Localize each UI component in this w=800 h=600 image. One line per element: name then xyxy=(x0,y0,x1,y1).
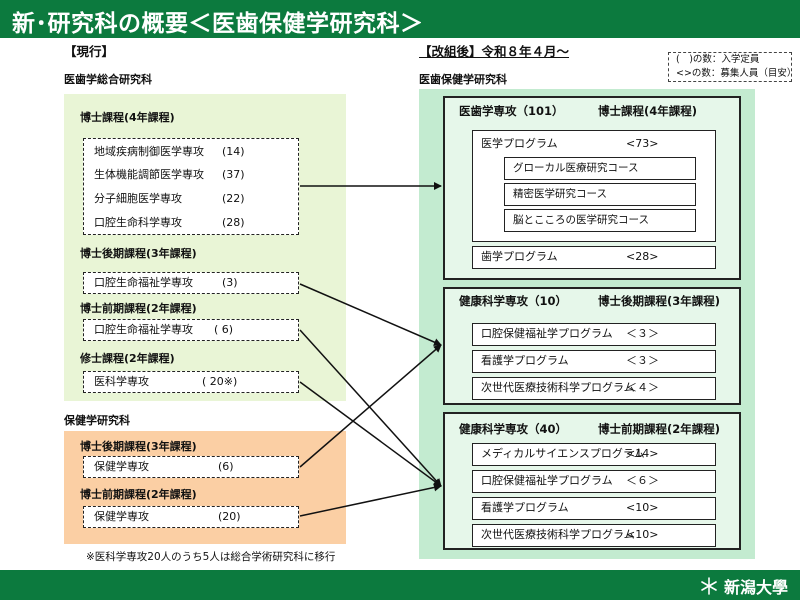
course-item: 脳とこころの医学研究コース xyxy=(504,209,696,232)
program-name: 看護学プログラム xyxy=(481,354,569,367)
masters-item-cap: ( 20※) xyxy=(202,375,238,388)
program-name: 口腔保健福祉学プログラム xyxy=(481,474,613,487)
health-master2-box xyxy=(83,506,299,528)
new-school-title: 医歯保健学研究科 xyxy=(419,73,507,86)
medical-program-num: <73> xyxy=(626,137,659,150)
program-box xyxy=(472,323,716,346)
university-logo: 新潟大學 xyxy=(700,574,788,598)
title-bar: 新･研究科の概要＜医歯保健学研究科＞ xyxy=(0,0,800,38)
program-num: ＜４＞ xyxy=(626,381,659,394)
arrow-health-doc3-to-health-doc xyxy=(299,344,442,468)
footnote: ※医科学専攻20人のうち5人は総合学術研究科に移行 xyxy=(86,551,336,563)
dental-major-course: 博士課程(4年課程) xyxy=(598,104,698,118)
footer-bar: 新潟大學 xyxy=(0,570,800,600)
dental-major-name: 医歯学専攻（101） xyxy=(459,104,564,118)
doctor4-item-name: 分子細胞医学専攻 xyxy=(94,192,182,205)
program-num: ＜６＞ xyxy=(626,474,659,487)
doctor4-item-cap: (28) xyxy=(222,216,245,229)
current-school-title: 医歯学総合研究科 xyxy=(64,73,152,86)
health-doc-course: 博士後期課程(3年課程) xyxy=(598,294,721,308)
program-box xyxy=(472,443,716,466)
legend-recruitment: <>の数：募集人員（目安） xyxy=(676,68,797,79)
doctor3-box xyxy=(83,272,299,294)
program-name: 次世代医療技術科学プログラム xyxy=(481,381,635,394)
doctor3-title: 博士後期課程(3年課程) xyxy=(80,247,197,260)
course-item: 精密医学研究コース xyxy=(504,183,696,206)
doctor4-title: 博士課程(4年課程) xyxy=(80,111,175,124)
doctor4-item-cap: (22) xyxy=(222,192,245,205)
doctor4-item-name: 口腔生命科学専攻 xyxy=(94,216,182,229)
program-box xyxy=(472,524,716,547)
doctor3-item-cap: (3) xyxy=(222,276,238,289)
health-master2-item-name: 保健学専攻 xyxy=(94,510,149,523)
master2-box xyxy=(83,319,299,341)
health-doc3-title: 博士後期課程(3年課程) xyxy=(80,440,197,453)
health-doc-name: 健康科学専攻（10） xyxy=(459,294,568,308)
program-name: 看護学プログラム xyxy=(481,501,569,514)
doctor4-item-cap: (37) xyxy=(222,168,245,181)
health-master2-title: 博士前期課程(2年課程) xyxy=(80,488,197,501)
program-num: <10> xyxy=(626,501,659,514)
arrow-doctor3-to-health-doc xyxy=(299,283,442,346)
program-box xyxy=(472,377,716,400)
master2-title: 博士前期課程(2年課程) xyxy=(80,302,197,315)
master2-item-cap: ( 6) xyxy=(214,323,234,336)
health-master-name: 健康科学専攻（40） xyxy=(459,422,568,436)
snowflake-icon xyxy=(701,577,717,595)
program-name: メディカルサイエンスプログラム xyxy=(481,447,645,460)
health-doc3-item-cap: (6) xyxy=(218,460,234,473)
doctor3-item-name: 口腔生命福祉学専攻 xyxy=(94,276,193,289)
program-box xyxy=(472,350,716,373)
doctor4-item-name: 地域疾病制御医学専攻 xyxy=(94,145,204,158)
course-item: グローカル医療研究コース xyxy=(504,157,696,180)
dental-program-num: <28> xyxy=(626,250,659,263)
university-name: 新潟大學 xyxy=(723,578,788,597)
new-label: 【改組後】令和８年４月～ xyxy=(419,44,570,59)
masters-item-name: 医科学専攻 xyxy=(94,375,149,388)
dental-program-box xyxy=(472,246,716,269)
program-num: <14> xyxy=(626,447,659,460)
program-box xyxy=(472,470,716,493)
arrow-master2-to-health-master xyxy=(299,329,442,487)
dental-program-name: 歯学プログラム xyxy=(481,250,558,263)
program-name: 次世代医療技術科学プログラム xyxy=(481,528,635,541)
health-doc3-box xyxy=(83,456,299,478)
doctor4-box xyxy=(83,138,299,235)
program-num: ＜３＞ xyxy=(626,327,659,340)
doctor4-item-name: 生体機能調節医学専攻 xyxy=(94,168,204,181)
program-num: <10> xyxy=(626,528,659,541)
current-label: 【現行】 xyxy=(64,44,115,59)
legend-capacity: ( )の数：入学定員 xyxy=(676,54,760,65)
masters-box xyxy=(83,371,299,393)
health-doc3-item-name: 保健学専攻 xyxy=(94,460,149,473)
doctor4-item-cap: (14) xyxy=(222,145,245,158)
program-num: ＜３＞ xyxy=(626,354,659,367)
master2-item-name: 口腔生命福祉学専攻 xyxy=(94,323,193,336)
masters-title: 修士課程(2年課程) xyxy=(80,352,175,365)
health-master-course: 博士前期課程(2年課程) xyxy=(598,422,721,436)
health-master2-item-cap: (20) xyxy=(218,510,241,523)
arrow-health-master2-to-health-master xyxy=(299,483,442,517)
program-box xyxy=(472,497,716,520)
arrow-masters-to-health-master xyxy=(299,381,442,487)
program-name: 口腔保健福祉学プログラム xyxy=(481,327,613,340)
page-title: 新･研究科の概要＜医歯保健学研究科＞ xyxy=(12,11,424,37)
health-school-title: 保健学研究科 xyxy=(64,414,130,427)
medical-program-name: 医学プログラム xyxy=(481,137,558,150)
legend-box xyxy=(668,52,792,82)
